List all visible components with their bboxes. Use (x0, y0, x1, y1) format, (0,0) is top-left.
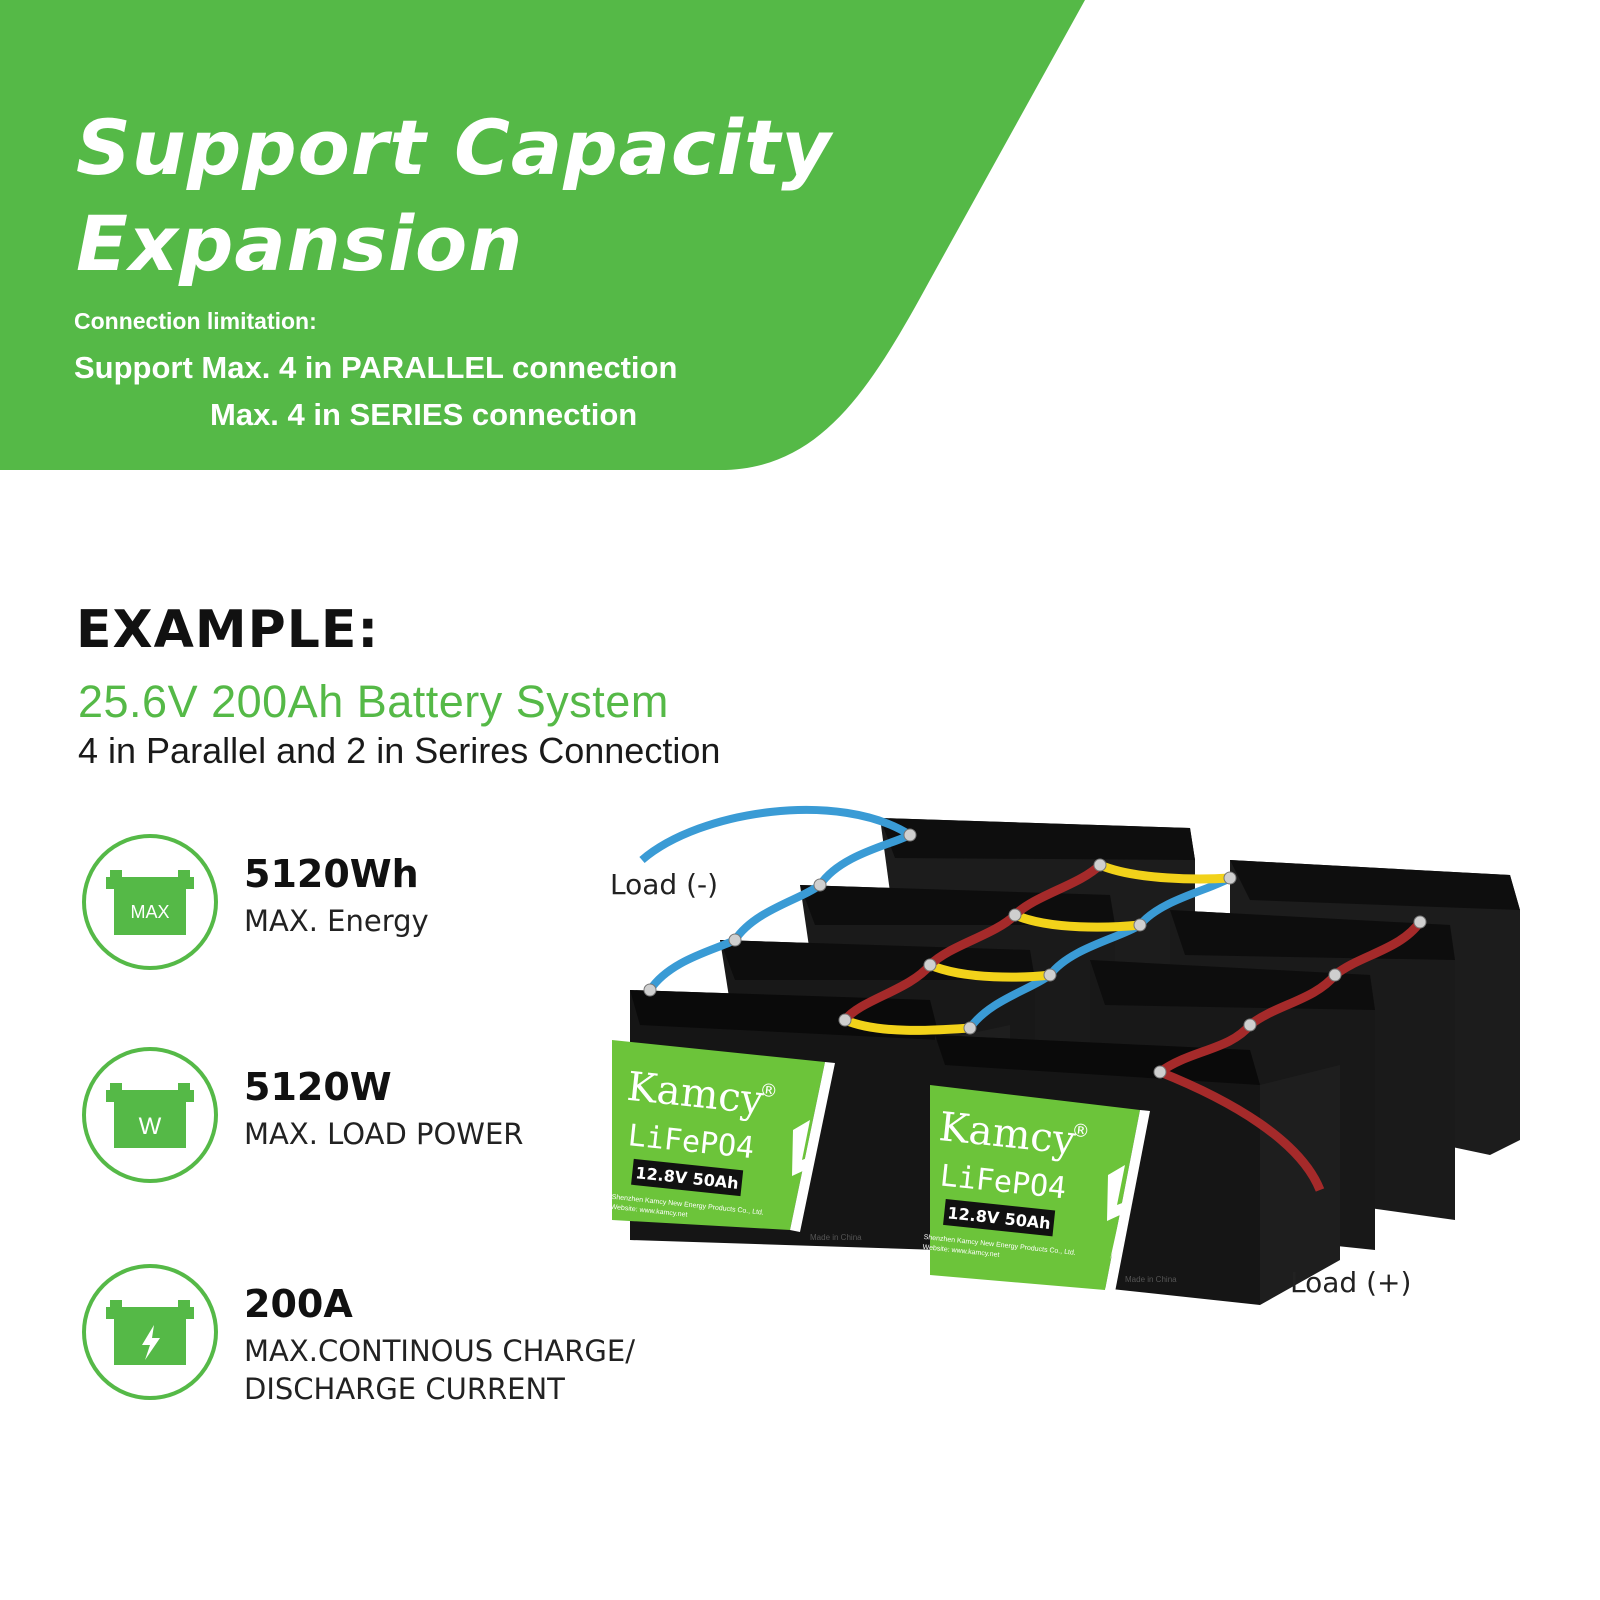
example-heading: EXAMPLE: (76, 600, 380, 660)
current-label-line-2: DISCHARGE CURRENT (244, 1372, 565, 1406)
load-power-label: MAX. LOAD POWER (244, 1117, 524, 1151)
origin-text-right: Made in China (1125, 1275, 1177, 1284)
title-line-1: Support Capacity (76, 103, 832, 192)
load-negative-label: Load (-) (610, 868, 719, 901)
parallel-limit-text: Support Max. 4 in PARALLEL connection (74, 350, 678, 385)
current-label-line-1: MAX.CONTINOUS CHARGE/ (244, 1334, 635, 1368)
registered-mark: ® (759, 1080, 779, 1103)
page-title: Support Capacity Expansion (76, 100, 832, 292)
banner-shape (0, 0, 1085, 470)
energy-value: 5120Wh (244, 852, 419, 896)
icon-text: W (139, 1113, 162, 1140)
system-title: 25.6V 200Ah Battery System (78, 676, 669, 727)
current-value: 200A (244, 1282, 353, 1326)
connection-description: 4 in Parallel and 2 in Serires Connectio… (78, 730, 721, 771)
current-label: MAX.CONTINOUS CHARGE/ DISCHARGE CURRENT (244, 1332, 674, 1408)
spec-energy: MAX 5120Wh MAX. Energy (80, 832, 680, 977)
battery-max-icon: MAX (82, 834, 218, 970)
series-limit-text: Max. 4 in SERIES connection (210, 397, 638, 432)
connection-limitation-label: Connection limitation: (74, 308, 317, 334)
battery-w-icon: W (82, 1047, 218, 1183)
battery-array-illustration: Kamcy ® LiFePO4 12.8V 50Ah Shenzhen Kamc… (610, 805, 1520, 1305)
spec-load-power: W 5120W MAX. LOAD POWER (80, 1045, 680, 1190)
origin-text-left: Made in China (810, 1233, 862, 1242)
energy-label: MAX. Energy (244, 904, 429, 938)
load-power-value: 5120W (244, 1065, 392, 1109)
title-line-2: Expansion (76, 199, 524, 288)
battery-bolt-icon (82, 1264, 218, 1400)
battery-diagram: Kamcy ® LiFePO4 12.8V 50Ah Shenzhen Kamc… (610, 800, 1550, 1330)
load-positive-label: Load (+) (1290, 1266, 1412, 1299)
spec-current: 200A MAX.CONTINOUS CHARGE/ DISCHARGE CUR… (80, 1262, 680, 1407)
registered-mark: ® (1071, 1120, 1091, 1143)
icon-text: MAX (130, 902, 169, 922)
header-banner: Support Capacity Expansion Connection li… (0, 0, 1600, 470)
